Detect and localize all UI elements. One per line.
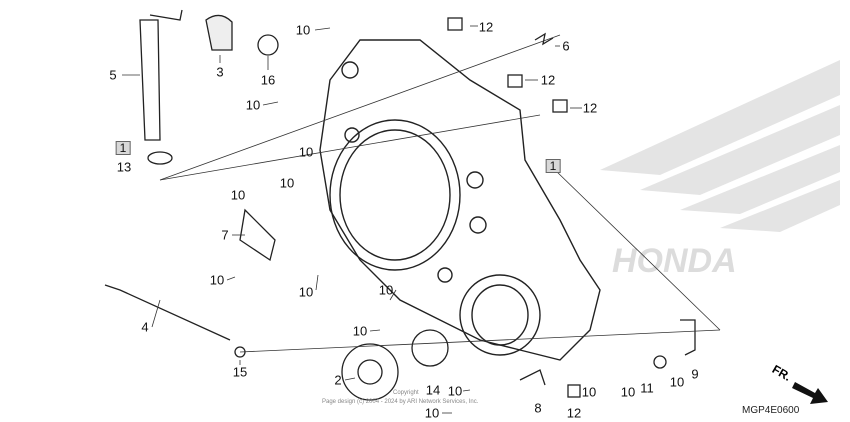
copyright-line2: Page design (c) 2004 - 2024 by ARI Netwo… [322,399,479,405]
callout-6[interactable]: 6 [562,38,570,54]
honda-wing-watermark [600,60,840,232]
callout-15[interactable]: 15 [232,364,248,380]
callout-16[interactable]: 16 [260,72,276,88]
callout-12[interactable]: 12 [582,100,598,116]
clutch-cover[interactable] [319,39,601,361]
callout-1-boxed[interactable]: 1 [545,159,561,173]
callout-10[interactable]: 10 [245,97,261,113]
front-arrow-icon [792,382,828,404]
callout-10[interactable]: 10 [447,383,463,399]
callout-5[interactable]: 5 [109,67,117,83]
callout-12[interactable]: 12 [566,405,582,421]
callout-11[interactable]: 11 [640,380,654,396]
callout-10[interactable]: 10 [279,175,295,191]
callout-10[interactable]: 10 [209,272,225,288]
callout-10[interactable]: 10 [669,374,685,390]
copyright-line1: Copyright [393,390,419,396]
callout-10[interactable]: 10 [581,384,597,400]
callout-12[interactable]: 12 [540,72,556,88]
callout-10[interactable]: 10 [298,284,314,300]
diagram-code: MGP4E0600 [742,405,800,416]
callout-13[interactable]: 13 [116,159,132,175]
callout-12[interactable]: 12 [478,19,494,35]
callout-10[interactable]: 10 [295,22,311,38]
callout-9[interactable]: 9 [691,366,699,382]
callout-10[interactable]: 10 [352,323,368,339]
callout-7[interactable]: 7 [221,227,229,243]
callout-4[interactable]: 4 [141,319,149,335]
honda-wing-watermark-text: HONDA [612,242,737,280]
callout-14[interactable]: 14 [425,382,441,398]
callout-10[interactable]: 10 [378,282,394,298]
callout-10[interactable]: 10 [298,144,314,160]
callout-1-boxed[interactable]: 1 [115,141,131,155]
leader-lines [122,25,721,414]
callout-10[interactable]: 10 [424,405,440,421]
callout-8[interactable]: 8 [534,400,542,416]
parts [104,9,696,401]
callout-2[interactable]: 2 [334,372,342,388]
callout-10[interactable]: 10 [230,187,246,203]
callout-10[interactable]: 10 [620,384,636,400]
callout-3[interactable]: 3 [216,64,224,80]
